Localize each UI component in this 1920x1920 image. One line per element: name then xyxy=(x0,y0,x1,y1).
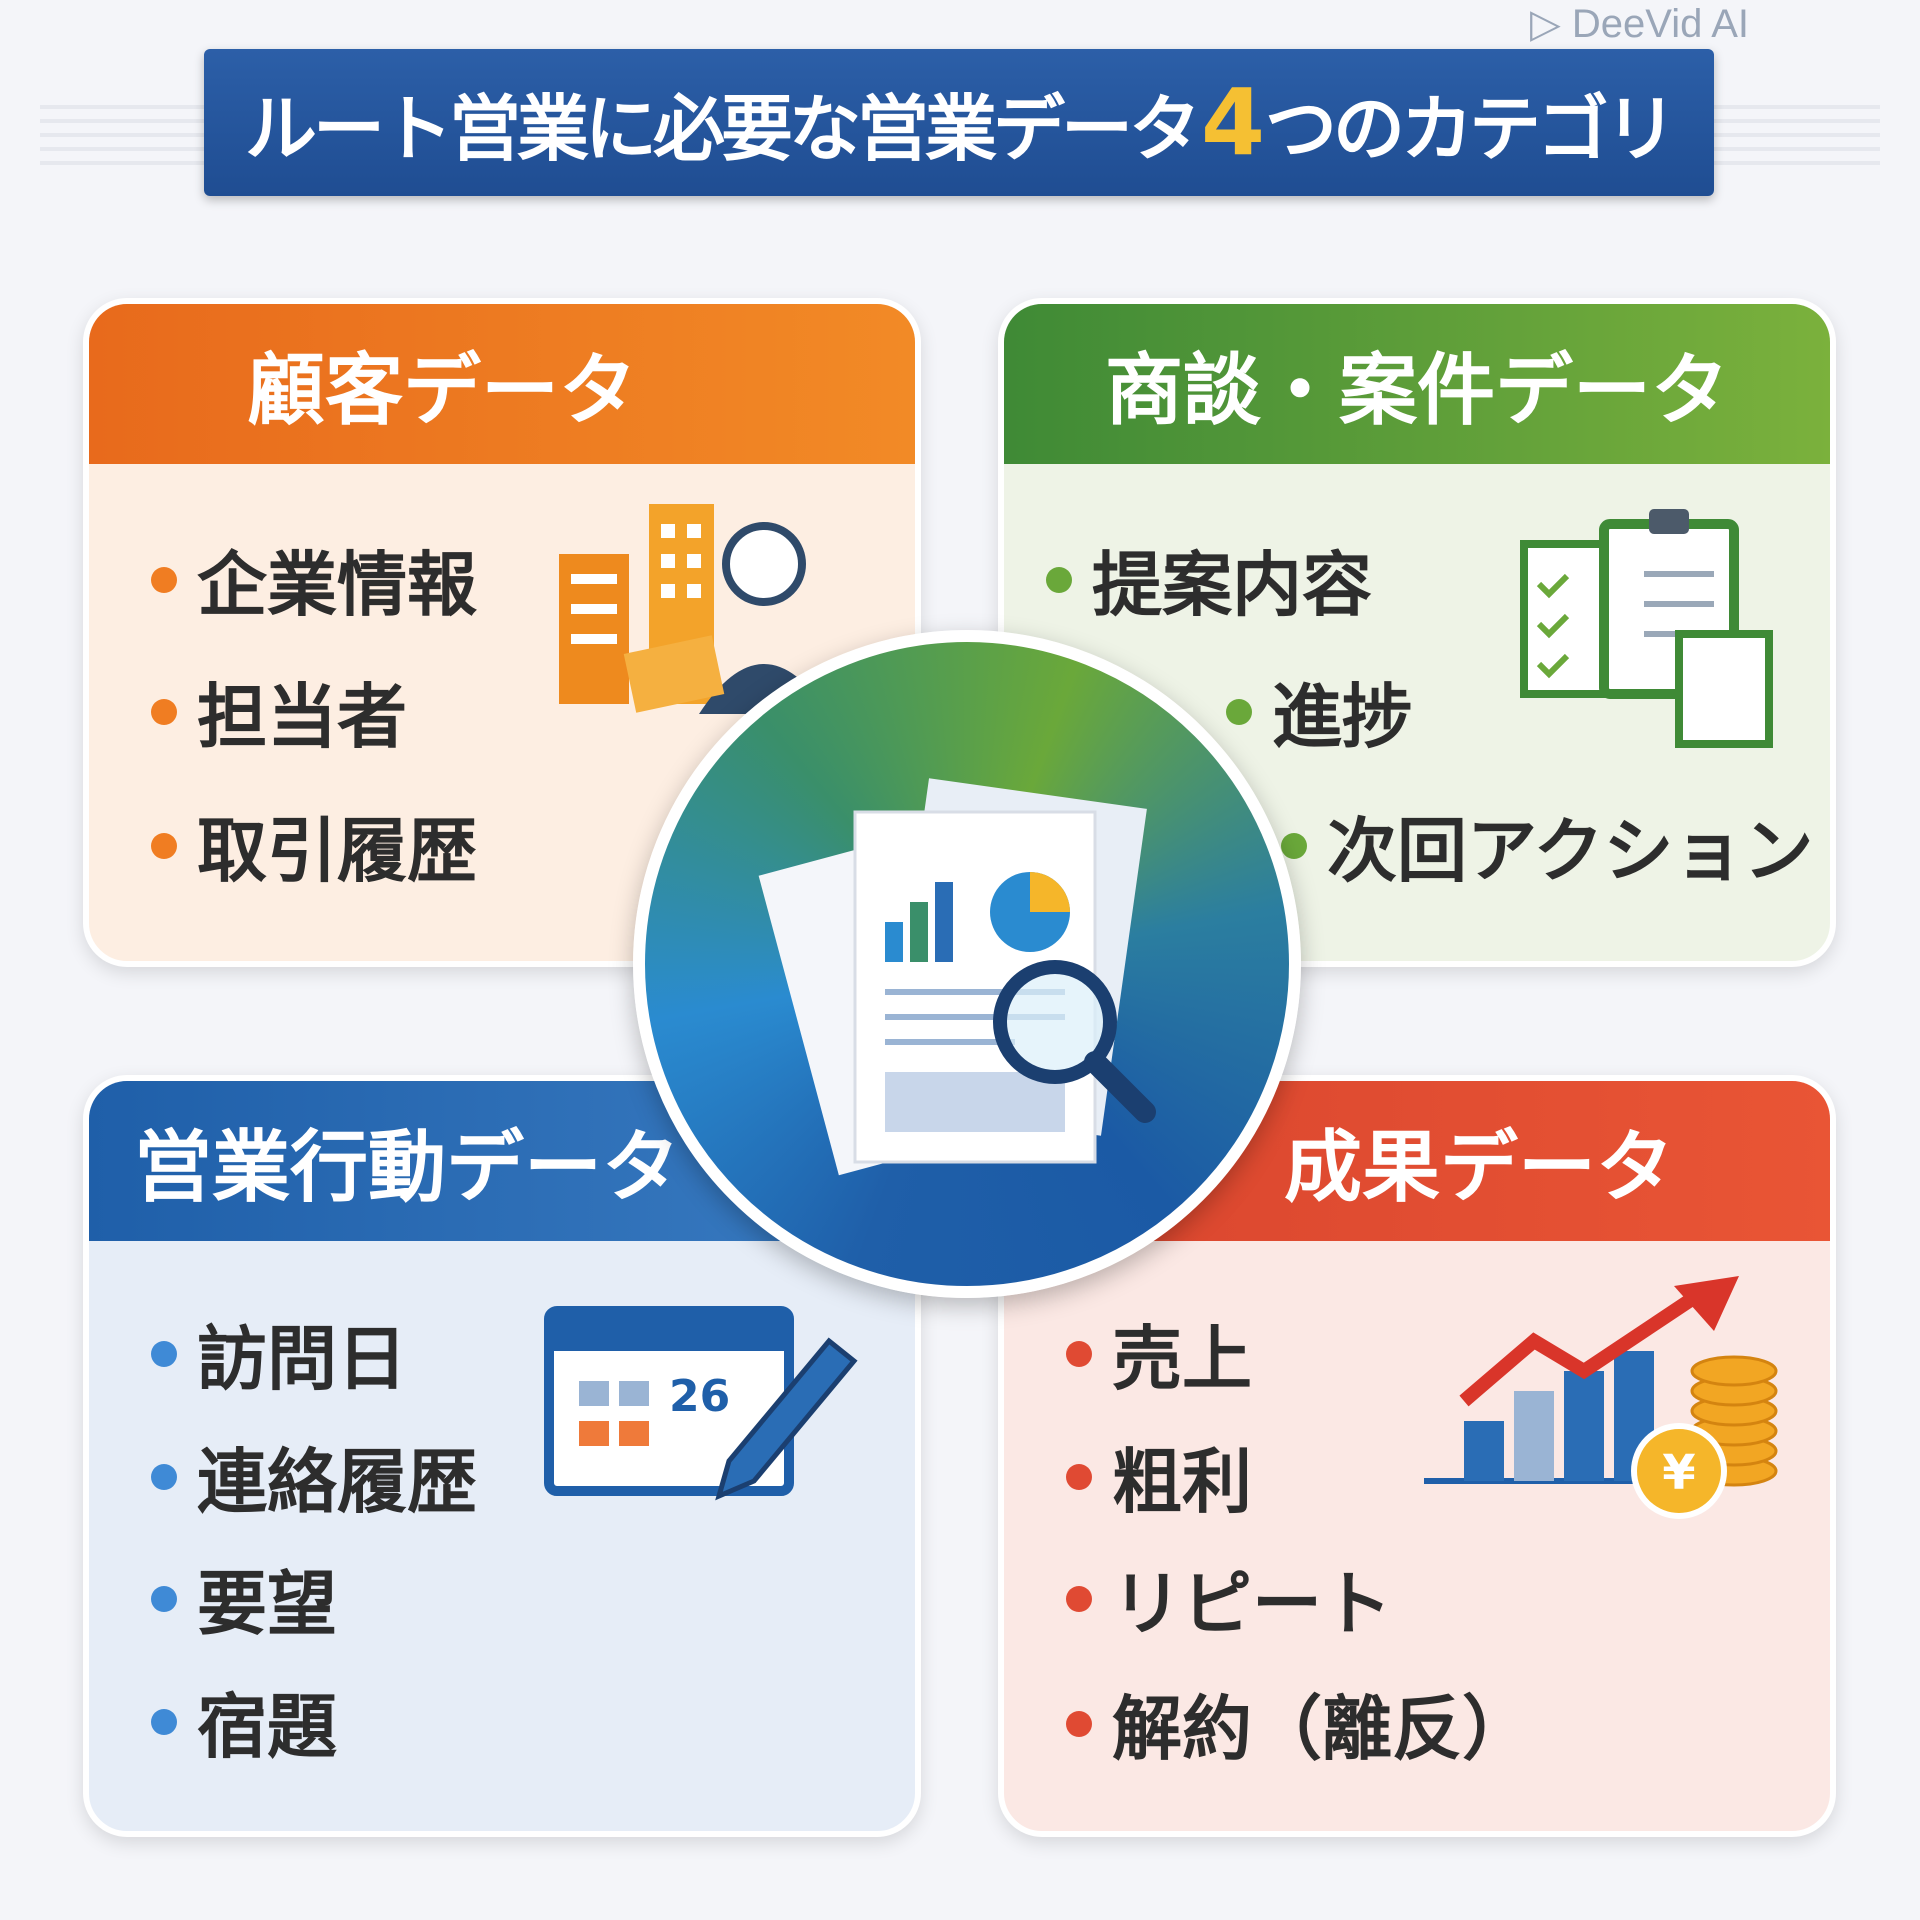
list-item: 要望 xyxy=(151,1548,337,1649)
calendar-pencil-icon: 26 xyxy=(544,1306,858,1501)
list-item: 担当者 xyxy=(151,661,407,762)
card-customer-data: 顧客データ 企業情報 担当者 取引履歴 xyxy=(83,298,921,967)
list-item: 宿題 xyxy=(151,1671,337,1772)
list-item: 進捗 xyxy=(1226,661,1412,762)
list-item: 企業情報 xyxy=(151,529,477,630)
list-item: 粗利 xyxy=(1066,1426,1252,1527)
list-item: 提案内容 xyxy=(1046,529,1372,630)
list-item: 解約（離反） xyxy=(1066,1673,1532,1774)
center-report-emblem xyxy=(633,630,1301,1298)
title-text: ルート営業に必要な営業データ xyxy=(244,87,1201,171)
chart-coins-icon: ¥ xyxy=(1424,1276,1778,1519)
list-item: 取引履歴 xyxy=(151,795,477,896)
title-number: 4 xyxy=(1200,69,1265,176)
title-text-end: つのカテゴリ xyxy=(1265,87,1677,171)
list-item: 売上 xyxy=(1066,1303,1252,1404)
list-item: リピート xyxy=(1066,1548,1392,1649)
yen-symbol: ¥ xyxy=(1662,1445,1695,1501)
clipboard-checklist-icon xyxy=(1520,509,1773,748)
page-title: ルート営業に必要な営業データ 4 つのカテゴリ xyxy=(204,49,1714,196)
list-item: 訪問日 xyxy=(151,1303,407,1404)
card-title: 顧客データ xyxy=(89,304,915,464)
list-item: 次回アクション xyxy=(1281,795,1814,896)
report-magnifier-icon xyxy=(758,778,1156,1176)
card-title: 商談・案件データ xyxy=(1004,304,1830,464)
calendar-day: 26 xyxy=(669,1371,730,1422)
list-item: 連絡履歴 xyxy=(151,1426,477,1527)
watermark: ▷ DeeVid AI xyxy=(1530,2,1750,46)
